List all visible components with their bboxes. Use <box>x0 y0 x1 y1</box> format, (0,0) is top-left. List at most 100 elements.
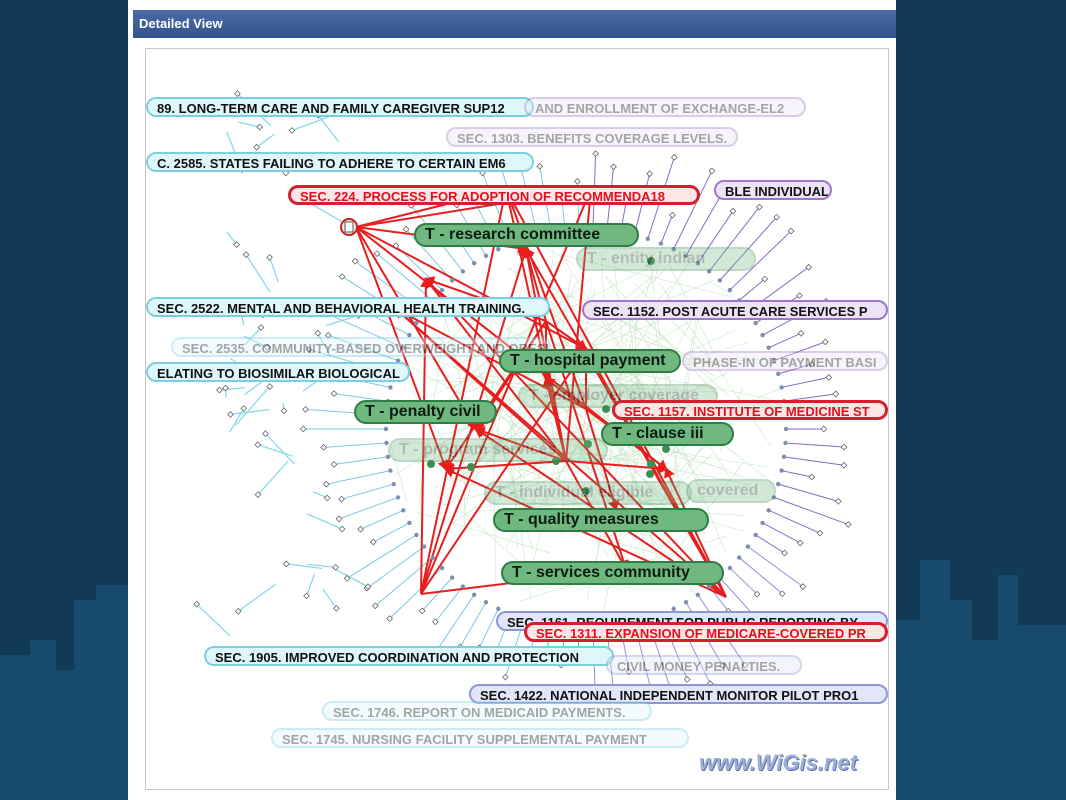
cluster-spoke <box>346 534 417 579</box>
leaf-node <box>625 668 633 676</box>
rim-node <box>449 575 455 580</box>
term-node-quality-measures[interactable]: T - quality measures <box>493 508 709 532</box>
term-node-penalty-civil[interactable]: T - penalty civil <box>354 400 497 424</box>
leaf-node <box>592 150 599 157</box>
highlighted-edge <box>585 348 727 598</box>
section-node-civil-money[interactable]: CIVIL MONEY PENALTIES. <box>606 655 802 675</box>
leaf-node <box>234 90 241 97</box>
cluster-spoke <box>738 278 766 301</box>
rim-node <box>760 520 765 526</box>
highlighted-edge <box>545 378 587 410</box>
background-edge <box>633 282 709 358</box>
edge-arrowhead <box>474 426 486 438</box>
section-node-biosimilar[interactable]: ELATING TO BIOSIMILAR BIOLOGICAL <box>146 362 410 382</box>
edge-arrowhead <box>664 467 675 479</box>
leaf-node <box>266 383 274 390</box>
term-node-program-services[interactable]: T - program services <box>388 438 608 462</box>
background-edge <box>439 328 461 352</box>
term-node-individual-eligible[interactable]: T - individual eligible <box>484 481 692 505</box>
rim-node <box>717 278 723 283</box>
highlighted-edge <box>420 348 587 595</box>
rim-node <box>391 481 396 487</box>
leaf-node <box>262 430 269 437</box>
section-node-1303[interactable]: SEC. 1303. BENEFITS COVERAGE LEVELS. <box>446 127 738 147</box>
section-node-2535[interactable]: SEC. 2535. COMMUNITY-BASED OVERWEIGHT AN… <box>171 337 551 357</box>
background-edge <box>568 386 711 564</box>
cluster-spoke <box>325 314 359 327</box>
term-node-research-committee[interactable]: T - research committee <box>414 223 639 247</box>
term-dot <box>584 440 592 448</box>
leaf-node <box>254 441 262 449</box>
leaf-node <box>288 127 296 134</box>
term-node-entity-indian[interactable]: T - entity indian <box>576 247 756 271</box>
leaf-node <box>756 203 763 211</box>
rim-node <box>771 358 777 363</box>
leaf-node <box>280 407 288 415</box>
cluster-spoke <box>762 522 801 544</box>
term-dot <box>646 470 654 478</box>
background-edge <box>549 371 642 471</box>
leaf-node <box>257 324 265 331</box>
term-node-hospital-payment[interactable]: T - hospital payment <box>499 349 681 373</box>
leaf-node <box>610 163 617 171</box>
cluster-spoke <box>257 444 293 457</box>
edge-arrowhead <box>608 499 620 511</box>
term-node-clause-iii[interactable]: T - clause iii <box>601 422 734 446</box>
rim-node <box>430 555 435 560</box>
leaf-node <box>222 384 229 392</box>
rim-node <box>727 287 733 293</box>
section-node-1422[interactable]: SEC. 1422. NATIONAL INDEPENDENT MONITOR … <box>469 684 888 704</box>
highlighted-edge <box>420 188 592 595</box>
cluster-spoke <box>785 442 845 448</box>
section-node-2585[interactable]: C. 2585. STATES FAILING TO ADHERE TO CER… <box>146 152 534 172</box>
cluster-spoke <box>673 170 713 250</box>
leaf-node <box>305 346 313 353</box>
rim-node <box>407 332 412 338</box>
section-node-1746[interactable]: SEC. 1746. REPORT ON MEDICAID PAYMENTS. <box>322 701 652 721</box>
cluster-spoke <box>229 408 245 433</box>
section-node-1311[interactable]: SEC. 1311. EXPANSION OF MEDICARE-COVERED… <box>524 622 888 642</box>
cluster-spoke <box>257 460 289 496</box>
section-node-1905[interactable]: SEC. 1905. IMPROVED COORDINATION AND PRO… <box>204 646 614 666</box>
cluster-spoke <box>375 557 434 607</box>
section-node-enroll[interactable]: AND ENROLLMENT OF EXCHANGE-EL2 <box>524 97 806 117</box>
term-node-covered[interactable]: covered <box>686 479 776 503</box>
term-node-services-community[interactable]: T - services community <box>501 561 724 585</box>
leaf-node <box>357 526 364 533</box>
highlighted-edge <box>425 278 727 598</box>
cluster-spoke <box>773 496 849 525</box>
highlighted-edge <box>565 460 667 470</box>
leaf-node <box>840 443 848 451</box>
section-node-1152[interactable]: SEC. 1152. POST ACUTE CARE SERVICES P <box>582 300 888 320</box>
section-node-289[interactable]: 89. LONG-TERM CARE AND FAMILY CAREGIVER … <box>146 97 534 117</box>
term-dot <box>647 257 655 265</box>
cluster-spoke <box>332 567 369 588</box>
highlighted-edge <box>420 278 427 595</box>
leaf-node <box>797 329 805 337</box>
document-icon[interactable] <box>340 218 358 236</box>
section-node-2522[interactable]: SEC. 2522. MENTAL AND BEHAVIORAL HEALTH … <box>146 297 550 317</box>
cluster-spoke <box>755 534 785 554</box>
section-node-1745[interactable]: SEC. 1745. NURSING FACILITY SUPPLEMENTAL… <box>271 728 689 748</box>
section-node-224[interactable]: SEC. 224. PROCESS FOR ADOPTION OF RECOMM… <box>288 185 700 205</box>
leaf-node <box>242 251 250 258</box>
section-node-eligible[interactable]: BLE INDIVIDUAL. <box>714 180 832 200</box>
leaf-node <box>418 607 426 615</box>
rim-node <box>783 426 789 432</box>
graph-canvas[interactable]: 89. LONG-TERM CARE AND FAMILY CAREGIVER … <box>145 48 889 790</box>
section-node-phase-in[interactable]: PHASE-IN OF PAYMENT BASI <box>682 351 888 371</box>
cluster-spoke <box>237 121 260 128</box>
section-node-1157[interactable]: SEC. 1157. INSTITUTE OF MEDICINE ST <box>612 400 888 420</box>
leaf-node <box>808 360 815 368</box>
rim-node <box>395 495 401 500</box>
cluster-spoke <box>781 376 829 388</box>
rim-node <box>753 320 758 326</box>
leaf-node <box>343 574 351 582</box>
leaf-node <box>322 480 330 488</box>
rim-node <box>671 247 676 252</box>
leaf-node <box>729 207 737 215</box>
leaf-node <box>805 263 813 271</box>
leaf-node <box>335 515 343 523</box>
rim-node <box>439 565 445 571</box>
